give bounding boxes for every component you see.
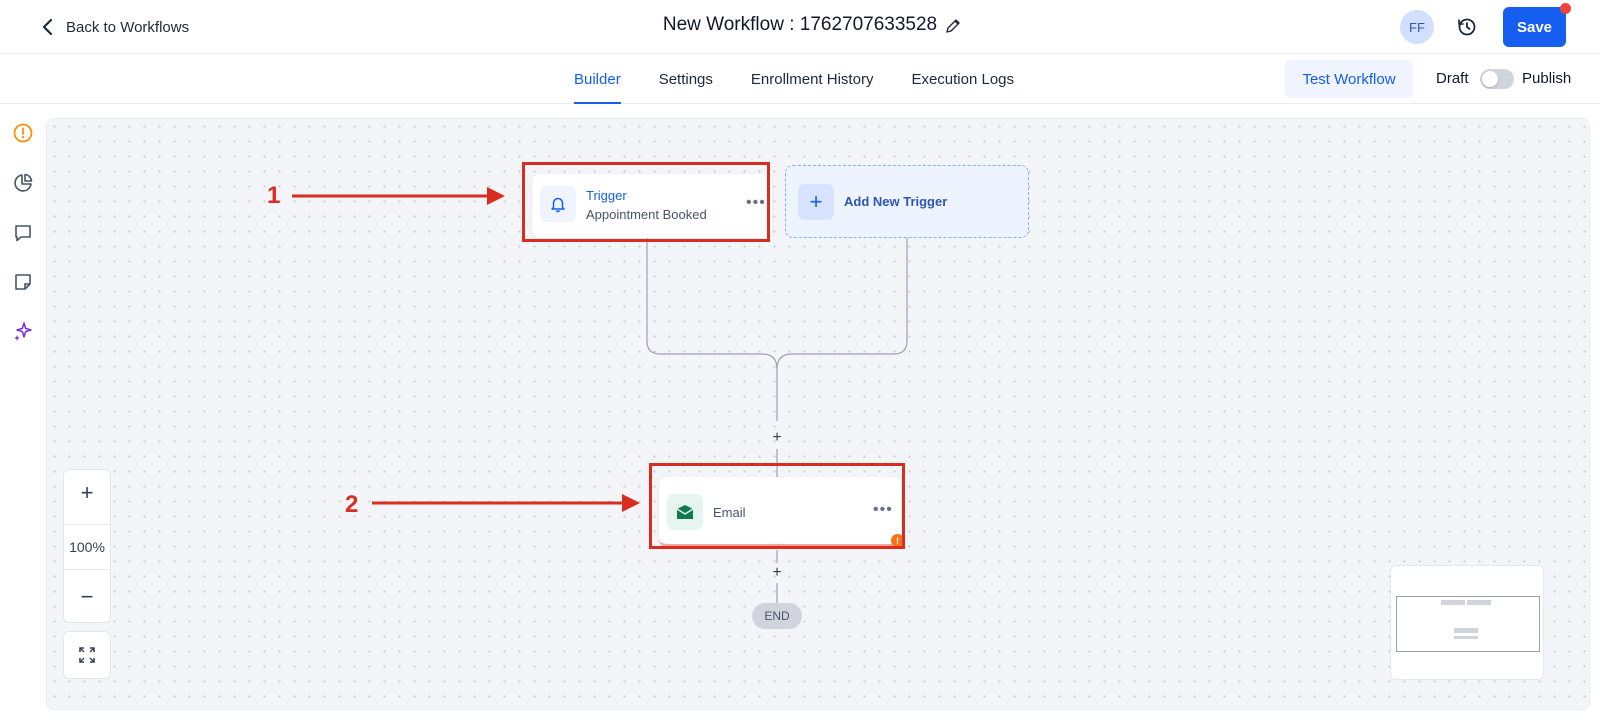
- fit-view-button[interactable]: [63, 631, 111, 679]
- back-to-workflows-link[interactable]: Back to Workflows: [40, 14, 189, 40]
- expand-icon: [79, 647, 95, 663]
- annotation-box: [522, 162, 770, 242]
- zoom-controls: + 100% −: [63, 469, 111, 623]
- workflow-title: New Workflow : 1762707633528: [662, 14, 938, 35]
- minimap-node: [1454, 628, 1478, 633]
- history-icon[interactable]: [1456, 16, 1478, 38]
- save-button[interactable]: Save: [1503, 7, 1566, 47]
- add-step-button[interactable]: +: [772, 564, 782, 581]
- zoom-in-button[interactable]: +: [80, 480, 94, 505]
- trigger-subtitle: Appointment Booked: [586, 207, 707, 222]
- warning-badge-icon: !: [891, 534, 904, 547]
- pie-chart-icon[interactable]: [12, 172, 34, 194]
- email-action-node[interactable]: Email •••: [659, 477, 901, 547]
- end-marker: END: [752, 603, 802, 629]
- minimap[interactable]: [1390, 565, 1544, 680]
- minimap-node: [1454, 636, 1478, 639]
- workflow-canvas[interactable]: Trigger Appointment Booked ••• + Add New…: [46, 118, 1590, 710]
- warning-circle-icon[interactable]: [12, 122, 34, 144]
- comment-icon[interactable]: [12, 222, 34, 244]
- add-trigger-label: Add New Trigger: [844, 194, 948, 209]
- more-options-icon[interactable]: •••: [873, 501, 893, 518]
- publish-toggle[interactable]: [1480, 69, 1514, 89]
- annotation-number: 2: [345, 491, 359, 518]
- trigger-node[interactable]: Trigger Appointment Booked •••: [532, 174, 772, 238]
- tab-enrollment-history[interactable]: Enrollment History: [750, 70, 874, 88]
- notification-dot: [1560, 3, 1571, 14]
- minimap-viewport[interactable]: [1396, 596, 1540, 652]
- plus-icon: +: [798, 184, 834, 220]
- tab-builder[interactable]: Builder: [574, 54, 621, 104]
- bell-icon: [540, 186, 576, 222]
- add-step-button[interactable]: +: [772, 429, 782, 446]
- more-options-icon[interactable]: •••: [746, 194, 766, 211]
- sparkles-icon[interactable]: [12, 320, 34, 342]
- test-workflow-button[interactable]: Test Workflow: [1285, 60, 1413, 98]
- email-node-label: Email: [713, 505, 746, 520]
- publish-label: Publish: [1522, 70, 1572, 87]
- tab-bar: Builder Settings Enrollment History Exec…: [0, 54, 1600, 104]
- avatar[interactable]: FF: [1400, 10, 1434, 44]
- annotation-number: 1: [267, 182, 281, 209]
- draft-label: Draft: [1436, 70, 1469, 87]
- tab-execution-logs[interactable]: Execution Logs: [911, 70, 1015, 88]
- tab-settings[interactable]: Settings: [658, 70, 713, 88]
- minimap-node: [1467, 600, 1491, 605]
- email-icon: [667, 494, 703, 530]
- annotation-box: [649, 463, 905, 549]
- trigger-title: Trigger: [586, 188, 627, 203]
- pencil-icon[interactable]: [944, 17, 962, 35]
- back-label: Back to Workflows: [66, 18, 190, 36]
- add-new-trigger-button[interactable]: + Add New Trigger: [785, 165, 1029, 238]
- minimap-node: [1441, 600, 1465, 605]
- sticky-note-icon[interactable]: [12, 271, 34, 293]
- chevron-left-icon: [42, 18, 53, 36]
- top-bar: Back to Workflows New Workflow : 1762707…: [0, 0, 1600, 54]
- zoom-out-button[interactable]: −: [80, 584, 94, 609]
- zoom-level: 100%: [64, 524, 110, 570]
